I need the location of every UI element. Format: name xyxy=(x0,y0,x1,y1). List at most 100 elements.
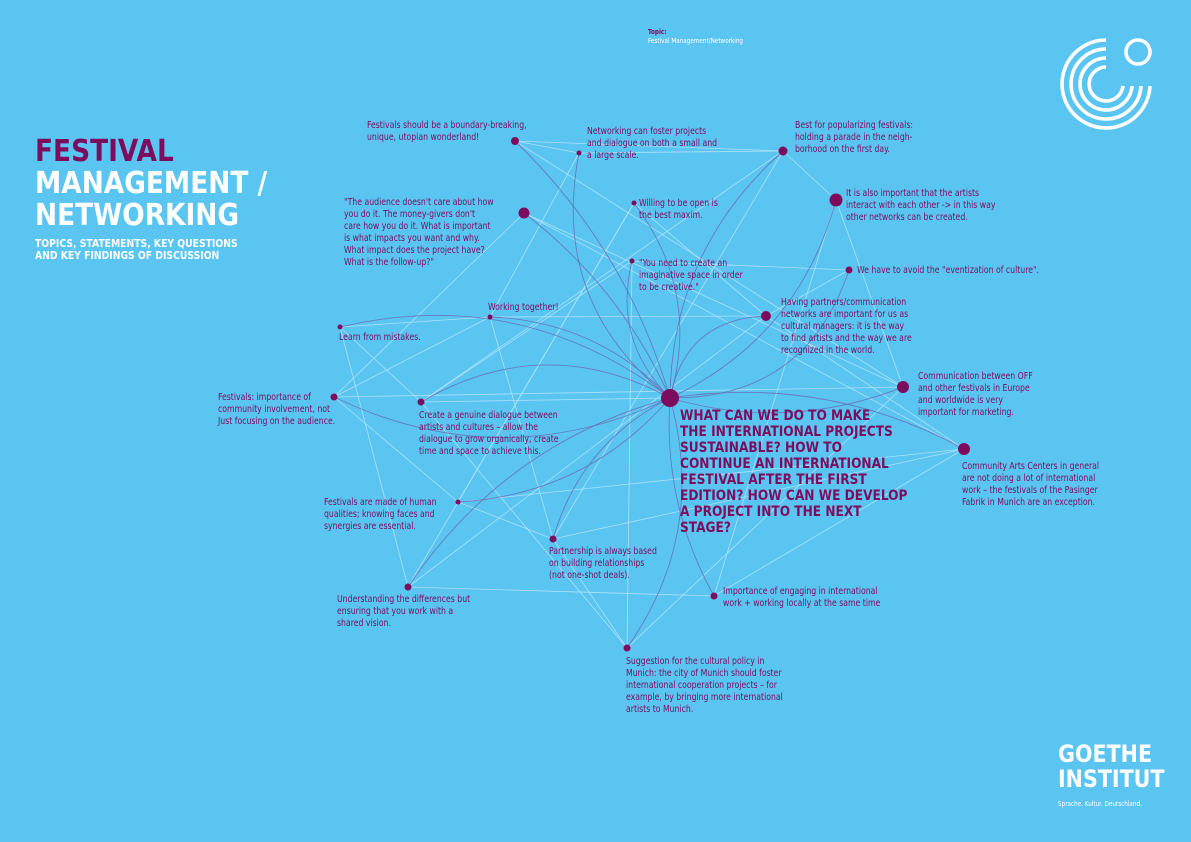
node-dot-utopian[interactable] xyxy=(511,137,519,145)
edge-to-central xyxy=(669,150,784,399)
node-label-open: Willing to be open is the best maxim. xyxy=(639,198,718,221)
node-dot-partners[interactable] xyxy=(761,311,771,321)
node-dot-mistakes[interactable] xyxy=(337,324,343,330)
edge-to-central xyxy=(420,364,671,403)
edge-light xyxy=(489,316,554,540)
edge-light xyxy=(339,316,491,328)
topic-value: Festival Management/Networking xyxy=(648,37,744,45)
edge-light xyxy=(339,326,409,588)
edge-to-central xyxy=(669,315,767,399)
node-dot-working-together[interactable] xyxy=(487,314,493,320)
node-dot-imaginative[interactable] xyxy=(629,258,635,264)
node-label-audience: "The audience doesn't care about how you… xyxy=(344,197,494,268)
edge-to-central xyxy=(407,397,671,588)
topic-label: Topic: xyxy=(648,28,667,36)
node-label-networking-scale: Networking can foster projects and dialo… xyxy=(587,126,718,161)
node-dot-arts-centers[interactable] xyxy=(958,443,970,455)
edge-light xyxy=(457,501,554,540)
edge-light xyxy=(339,326,422,403)
node-label-partners: Having partners/communication networks a… xyxy=(781,297,912,356)
edge-to-central xyxy=(523,212,671,399)
brand-name-line-1: GOETHE xyxy=(1058,740,1153,768)
brand-block: GOETHE INSTITUT Sprache. Kultur. Deutsch… xyxy=(1058,740,1182,809)
edge-light xyxy=(552,150,784,540)
edge-light xyxy=(523,212,965,450)
node-dot-munich-policy[interactable] xyxy=(623,644,631,652)
node-dot-partnership[interactable] xyxy=(549,535,557,543)
node-label-utopian: Festivals should be a boundary-breaking,… xyxy=(367,120,527,143)
edge-to-central xyxy=(514,140,671,399)
node-label-community: Festivals: importance of community invol… xyxy=(218,392,336,427)
node-label-munich-policy: Suggestion for the cultural policy in Mu… xyxy=(626,656,783,715)
edge-to-central xyxy=(626,260,671,399)
edge-light xyxy=(631,260,850,271)
edge-light xyxy=(713,199,837,597)
edge-light xyxy=(626,386,904,649)
brand-name-line-2: INSTITUT xyxy=(1058,765,1165,793)
edge-to-central xyxy=(552,397,671,540)
node-label-shared-vision: Understanding the differences but ensuri… xyxy=(337,594,471,629)
node-label-working-together: Working together! xyxy=(488,302,559,313)
node-label-imaginative: "You need to create an imaginative space… xyxy=(639,258,743,293)
node-dot-artists-interact[interactable] xyxy=(829,193,843,207)
edge-light xyxy=(626,260,633,649)
node-label-communication-off: Communication between OFF and other fest… xyxy=(918,371,1033,418)
edge-light xyxy=(420,401,628,649)
edge-light xyxy=(333,396,459,503)
edge-light xyxy=(407,586,715,597)
node-label-genuine-dialogue: Create a genuine dialogue between artist… xyxy=(419,410,559,457)
edge-light xyxy=(713,448,965,597)
edge-light xyxy=(489,152,580,318)
node-dot-parade[interactable] xyxy=(778,146,788,156)
edge-light xyxy=(333,386,904,398)
node-dot-eventization[interactable] xyxy=(845,266,853,274)
edge-light xyxy=(782,150,837,201)
edge-to-central xyxy=(669,391,965,450)
node-label-local-international: Importance of engaging in international … xyxy=(723,586,881,609)
node-dot-shared-vision[interactable] xyxy=(404,583,412,591)
edge-to-central xyxy=(669,386,904,414)
edge-light xyxy=(765,269,850,317)
edge-light xyxy=(514,140,580,154)
node-dot-local-international[interactable] xyxy=(710,592,718,600)
node-dot-human-qualities[interactable] xyxy=(455,499,461,505)
edge-to-central xyxy=(626,397,683,649)
edge-light xyxy=(765,315,965,450)
node-label-artists-interact: It is also important that the artists in… xyxy=(846,188,996,223)
edge-light xyxy=(578,150,784,154)
node-dot-community[interactable] xyxy=(330,393,338,401)
edge-light xyxy=(514,140,784,152)
edge-to-central xyxy=(669,199,837,399)
edge-light xyxy=(457,202,635,503)
edge-to-central xyxy=(669,269,850,399)
node-label-human-qualities: Festivals are made of human qualities; k… xyxy=(324,497,437,532)
page-title-line-2: MANAGEMENT / xyxy=(35,166,268,201)
edge-to-central xyxy=(489,316,671,399)
edge-light xyxy=(420,260,633,403)
goethe-institut-logo-icon xyxy=(1060,38,1152,130)
page-subtitle-line-1: TOPICS, STATEMENTS, KEY QUESTIONS xyxy=(35,238,238,250)
node-label-arts-centers: Community Arts Centers in general are no… xyxy=(962,461,1100,508)
edge-light xyxy=(333,316,491,398)
edge-light xyxy=(420,150,784,403)
node-dot-audience[interactable] xyxy=(518,207,530,219)
node-dot-open[interactable] xyxy=(631,200,637,206)
central-question: WHAT CAN WE DO TO MAKE THE INTERNATIONAL… xyxy=(680,408,908,536)
edge-light xyxy=(457,448,965,503)
edge-light xyxy=(835,199,904,388)
edge-light xyxy=(552,448,965,540)
edge-to-central xyxy=(339,314,671,399)
page-title-line-3: NETWORKING xyxy=(35,198,240,233)
node-dot-networking-scale[interactable] xyxy=(576,150,582,156)
node-dot-communication-off[interactable] xyxy=(897,381,909,393)
page-title-block: FESTIVAL MANAGEMENT / NETWORKING TOPICS,… xyxy=(35,136,299,263)
node-dot-genuine-dialogue[interactable] xyxy=(417,398,425,406)
edge-light xyxy=(420,397,671,403)
edge-to-central xyxy=(457,397,671,503)
central-node-dot[interactable] xyxy=(661,389,679,407)
page-subtitle-line-2: AND KEY FINDINGS OF DISCUSSION xyxy=(35,250,220,262)
brand-slogan: Sprache. Kultur. Deutschland. xyxy=(1058,800,1142,808)
edge-light xyxy=(552,538,628,649)
edge-light xyxy=(407,315,767,588)
